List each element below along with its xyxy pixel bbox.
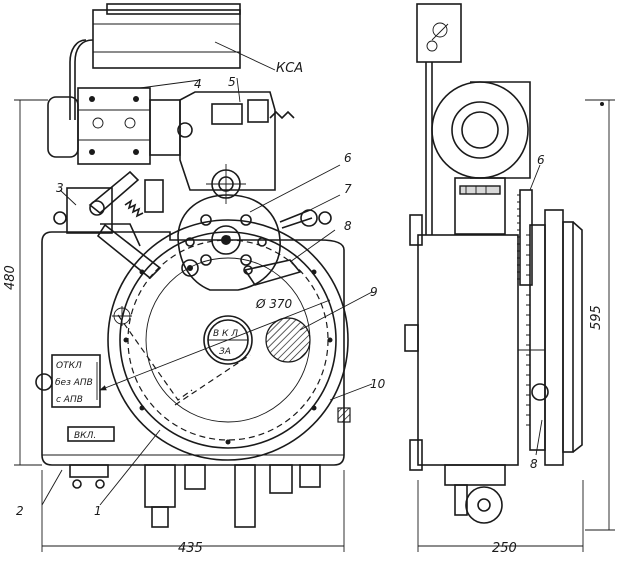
side-width-dimension: 250	[492, 541, 517, 556]
callout-3: 3	[56, 181, 64, 195]
callout-leaders	[41, 291, 373, 506]
dial-bottom-label: ЗА	[219, 347, 231, 357]
side-view: 6 8 250 595	[404, 3, 615, 556]
diameter-dimension: Ø 370	[255, 297, 293, 311]
gearbox-5	[177, 77, 295, 204]
dashed-lever-1	[112, 306, 251, 406]
callout-2: 2	[16, 504, 24, 518]
callout-5: 5	[228, 75, 236, 89]
lever-assembly-3	[59, 170, 164, 280]
side-plate-line-1: ОТКЛ	[56, 361, 82, 371]
callout-6: 6	[344, 151, 352, 165]
dimension-lines-front	[14, 99, 345, 552]
ksa-label: КСА	[276, 61, 303, 76]
front-view: КСА 4 5 6 7 8 9 10 3 2 1 Ø 370 В К Л ЗА …	[3, 3, 386, 556]
width-dimension: 435	[178, 541, 203, 556]
side-control-plate	[35, 354, 101, 408]
callout-7: 7	[344, 182, 352, 196]
side-plate-line-3: с АПВ	[56, 395, 83, 405]
height-dimension-front: 480	[3, 265, 18, 290]
callout-8: 8	[344, 219, 352, 233]
on-button-frame	[67, 426, 115, 442]
side-callout-8: 8	[530, 457, 538, 471]
center-hub	[203, 315, 311, 365]
on-button-label: ВКЛ.	[74, 431, 96, 441]
callout-4: 4	[194, 77, 202, 91]
cam-slot-8	[181, 229, 336, 286]
side-plate-line-2: без АПВ	[55, 378, 93, 388]
callout-9: 9	[370, 285, 378, 299]
ksa-relay-block	[69, 3, 276, 120]
side-callout-6: 6	[537, 153, 545, 167]
dial-top-label: В К Л	[213, 329, 238, 339]
callout-1: 1	[94, 504, 102, 518]
spring-clip-7	[279, 194, 341, 229]
side-height-dimension: 595	[589, 305, 604, 330]
callout-10: 10	[370, 377, 386, 391]
bottom-terminals	[69, 464, 321, 528]
